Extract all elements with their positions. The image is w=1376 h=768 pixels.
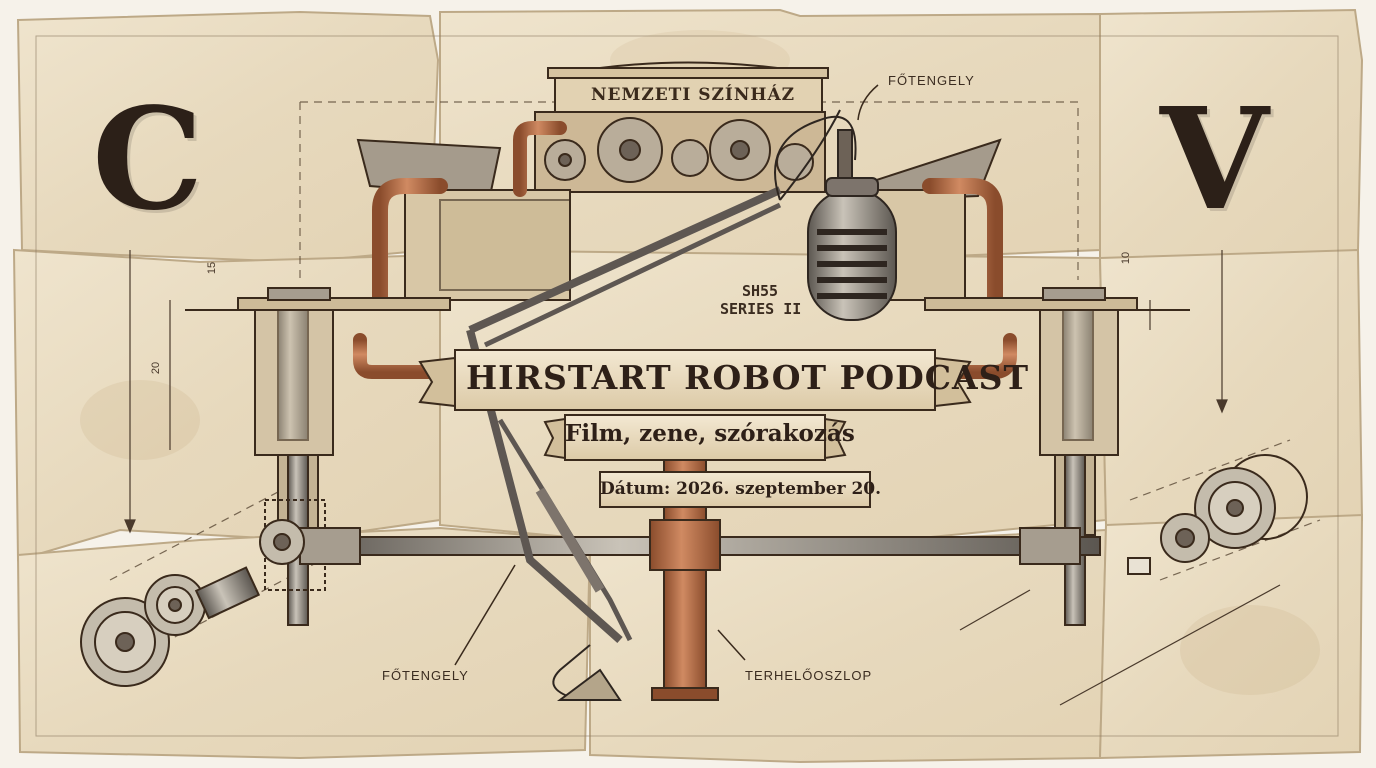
- dimension-left-side: 20: [150, 361, 163, 375]
- plaque-title: NEMZETI SZÍNHÁZ: [591, 85, 796, 105]
- series-label: SH55 SERIES II: [720, 282, 802, 318]
- series-line-1: SH55: [741, 282, 779, 300]
- podcast-date: Dátum: 2026. szeptember 20.: [600, 479, 882, 499]
- microphone-icon: [807, 129, 897, 321]
- gear-icon: [1127, 454, 1308, 575]
- label-main-shaft-bottom: FŐTENGELY: [382, 668, 469, 683]
- dimension-lines: [124, 250, 1281, 706]
- pipe-icon: [324, 121, 1046, 379]
- series-line-2: SERIES II: [720, 300, 802, 318]
- podcast-title: HIRSTART ROBOT PODCAST: [466, 358, 1030, 397]
- gear-icon: [544, 117, 814, 183]
- label-main-shaft-top: FŐTENGELY: [888, 73, 975, 88]
- podcast-subtitle: Film, zene, szórakozás: [565, 420, 855, 447]
- dimension-left-top: 15: [206, 261, 219, 275]
- label-load-column: TERHELŐOSZLOP: [745, 668, 873, 683]
- gear-icon: [80, 519, 305, 687]
- letter-v: V: [1160, 78, 1269, 242]
- banner-shapes: [418, 349, 972, 508]
- gear-window: [534, 111, 826, 193]
- letter-c: C: [92, 78, 204, 242]
- microphone-arm: [466, 109, 857, 701]
- top-plaque: [547, 61, 829, 113]
- callout-arrows: [454, 84, 879, 666]
- dimension-right-top: 10: [1120, 251, 1133, 265]
